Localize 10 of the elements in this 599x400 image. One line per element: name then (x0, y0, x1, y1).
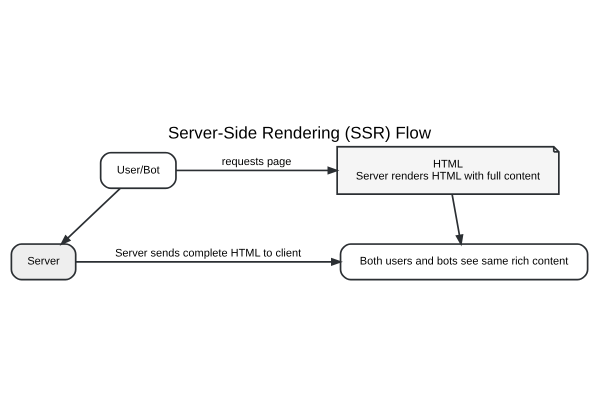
node-box: Both users and bots see same rich content (340, 242, 588, 280)
arrow (451, 194, 464, 246)
node-box: Server (10, 242, 77, 280)
arrow (176, 166, 340, 174)
edge-label: requests page (222, 155, 292, 168)
node-box: User/Bot (100, 151, 177, 189)
diagram-title: Server-Side Rendering (SSR) Flow (168, 122, 432, 142)
arrow (76, 257, 343, 266)
arrow (60, 187, 121, 246)
edge-label: Server sends complete HTML to client (115, 246, 302, 259)
